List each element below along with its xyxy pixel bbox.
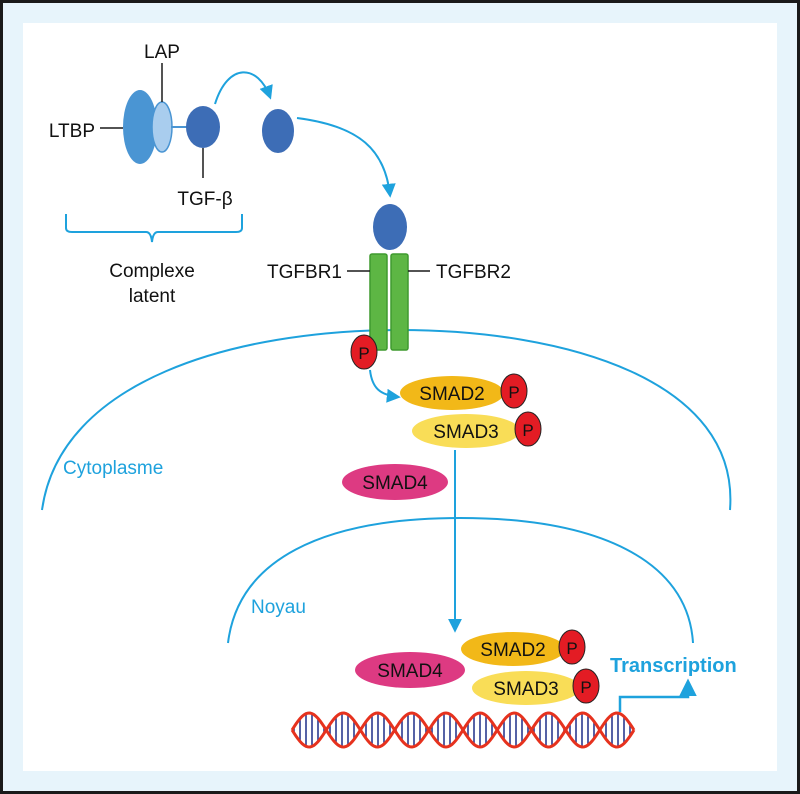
transcription-label: Transcription — [610, 655, 737, 677]
complex-label-line1: Complexe — [109, 261, 195, 282]
tgfbr1-label: TGFBR1 — [267, 262, 342, 283]
smad2-cytoplasm-label: SMAD2 — [419, 384, 484, 405]
smad3-cytoplasm — [412, 414, 520, 448]
smad3-nucleus — [472, 671, 580, 705]
smad2-nucleus-label: SMAD2 — [480, 640, 545, 661]
cytoplasm-label: Cytoplasme — [63, 458, 163, 479]
ltbp-label: LTBP — [49, 121, 95, 142]
ltbp-protein — [123, 90, 157, 164]
complex-label-line2: latent — [129, 286, 176, 307]
nucleus-label: Noyau — [251, 597, 306, 618]
lap-protein — [151, 101, 173, 153]
tgfb-in-complex — [186, 106, 220, 148]
dna-strand-2 — [290, 711, 636, 749]
nuclear-membrane — [227, 516, 694, 644]
smad2-nucleus-phospho-label: P — [566, 639, 577, 658]
smad3-nucleus-label: SMAD3 — [493, 679, 558, 700]
complex-bracket — [65, 214, 243, 243]
transcription-arrow — [618, 678, 697, 712]
smad2-nucleus — [461, 632, 565, 666]
release-arrow — [214, 71, 273, 105]
free-tgfb — [262, 109, 294, 153]
smad3-nucleus-phospho — [572, 668, 600, 704]
smad4-nucleus-label: SMAD4 — [377, 661, 443, 682]
smad2-phospho-label: P — [508, 383, 519, 402]
lap-label: LAP — [144, 42, 180, 63]
smad4-nucleus — [355, 652, 465, 688]
dna-helix — [290, 711, 636, 749]
tgfbr1-receptor — [369, 253, 388, 351]
tgfbr2-receptor — [390, 253, 409, 351]
receptor-phospho — [350, 334, 378, 370]
tgfb-label: TGF-β — [177, 189, 232, 210]
tgfbr2-label: TGFBR2 — [436, 262, 511, 283]
smad2-cytoplasm — [400, 376, 504, 410]
receptor-phospho-label: P — [358, 344, 369, 363]
smad3-nucleus-phospho-label: P — [580, 678, 591, 697]
bound-tgfb — [373, 204, 407, 250]
smad4-cytoplasm — [342, 464, 448, 500]
phosphorylation-arrow — [369, 369, 401, 403]
smad4-cytoplasm-label: SMAD4 — [362, 473, 428, 494]
smad2-nucleus-phospho — [558, 629, 586, 665]
binding-arrow — [296, 117, 396, 198]
smad3-phospho-label: P — [522, 421, 533, 440]
smad3-phospho — [514, 411, 542, 447]
smad3-cytoplasm-label: SMAD3 — [433, 422, 498, 443]
smad2-phospho — [500, 373, 528, 409]
